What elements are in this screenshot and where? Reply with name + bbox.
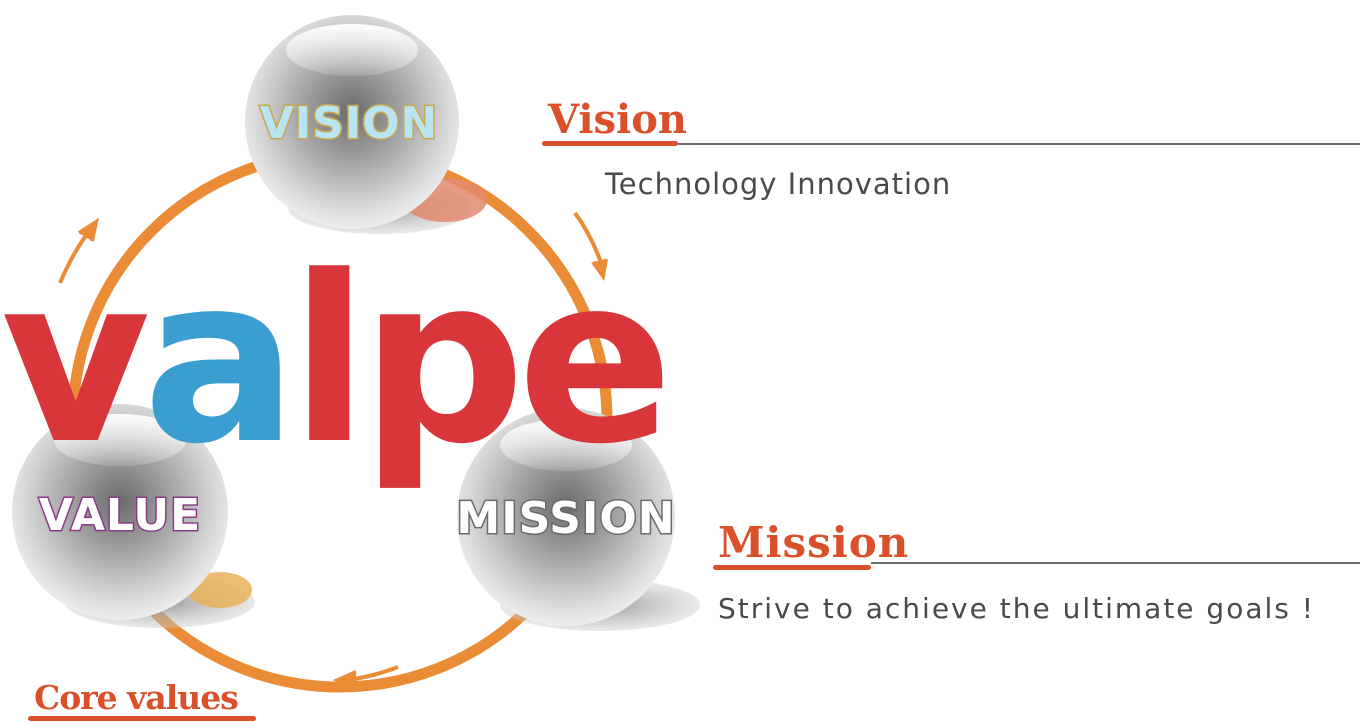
vision-sphere-label: VISION: [260, 98, 439, 149]
logo-letter-a: a: [143, 228, 290, 495]
vision-sphere: [245, 15, 459, 229]
mission-rule: [871, 562, 1360, 564]
logo-letter-p: p: [361, 228, 518, 495]
mission-sphere: [457, 408, 675, 626]
arrow-right-icon: [573, 211, 608, 282]
mission-heading-underline: [713, 565, 871, 570]
logo-letter-v: v: [1, 228, 148, 495]
value-shadow-accent: [188, 572, 252, 608]
vision-rule: [678, 143, 1360, 145]
core-values-heading-underline: [28, 716, 256, 721]
vision-heading-underline: [542, 141, 678, 146]
value-sphere: [12, 404, 228, 620]
valpe-logo: valpe: [1, 228, 666, 495]
mission-text: Strive to achieve the ultimate goals !: [718, 592, 1315, 625]
logo-letter-l: l: [290, 228, 361, 495]
logo-letter-e: e: [517, 228, 665, 495]
mission-heading: Mission: [718, 518, 910, 567]
core-values-heading: Core values: [34, 678, 239, 717]
vision-text: Technology Innovation: [605, 167, 952, 201]
arrow-left-icon: [58, 217, 99, 284]
vision-heading: Vision: [548, 96, 688, 143]
mission-sphere-label: MISSION: [456, 493, 675, 544]
arrow-bottom-icon: [332, 665, 399, 689]
value-sphere-label: VALUE: [39, 490, 201, 541]
